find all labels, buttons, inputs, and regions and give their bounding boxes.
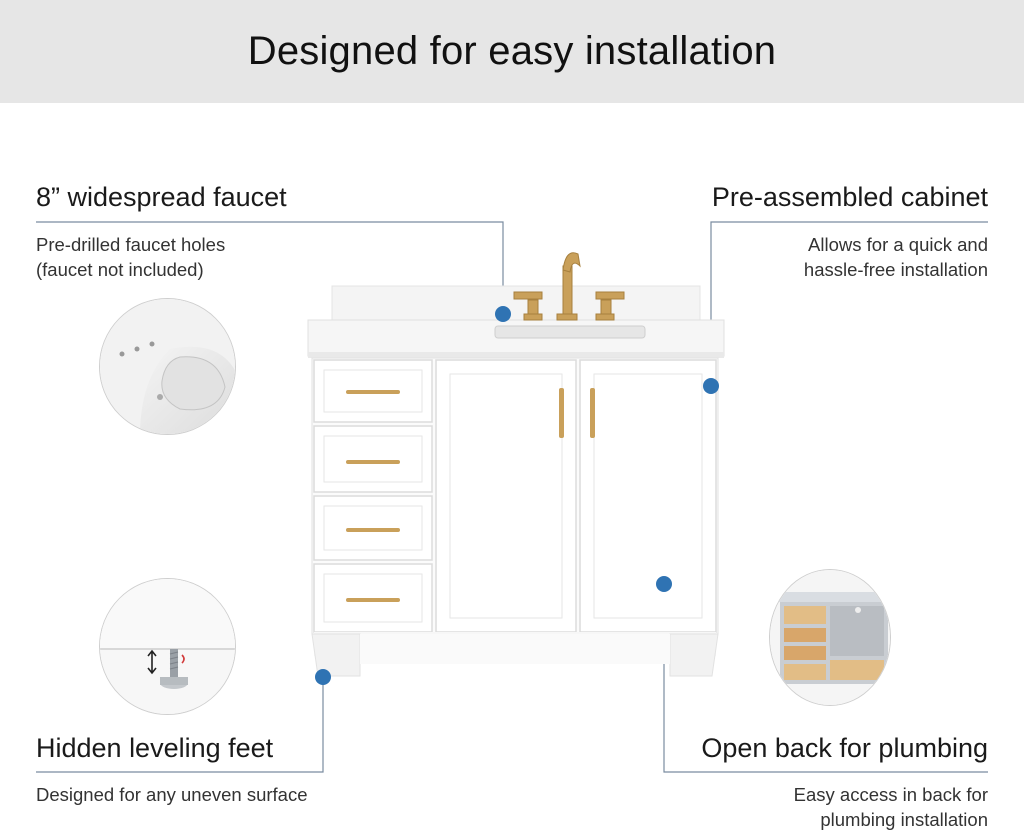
feature-title-faucet: 8” widespread faucet	[36, 182, 287, 212]
desc-line: Designed for any uneven surface	[36, 784, 308, 805]
callout-dot-cabinet	[703, 378, 719, 394]
feature-title-plumbing: Open back for plumbing	[701, 733, 988, 763]
sink-detail-image	[99, 298, 236, 435]
desc-line: plumbing installation	[820, 809, 988, 830]
header-banner: Designed for easy installation	[0, 0, 1024, 103]
desc-line: hassle-free installation	[803, 259, 988, 280]
feature-desc-feet: Designed for any uneven surface	[36, 782, 308, 807]
vanity-image	[300, 240, 730, 680]
callout-dot-feet	[315, 669, 331, 685]
desc-line: Allows for a quick and	[808, 234, 988, 255]
desc-line: Easy access in back for	[793, 784, 988, 805]
leveling-foot-detail-image	[99, 578, 236, 715]
feature-title-feet: Hidden leveling feet	[36, 733, 274, 763]
open-back-detail-image	[769, 569, 891, 706]
page-title: Designed for easy installation	[247, 29, 777, 73]
callout-dot-plumbing	[656, 576, 672, 592]
feature-title-cabinet: Pre-assembled cabinet	[711, 182, 988, 212]
desc-line: (faucet not included)	[36, 259, 204, 280]
feature-desc-plumbing: Easy access in back for plumbing install…	[794, 782, 988, 830]
callout-dot-faucet	[495, 306, 511, 322]
feature-desc-cabinet: Allows for a quick and hassle-free insta…	[804, 232, 988, 282]
desc-line: Pre-drilled faucet holes	[36, 234, 226, 255]
feature-desc-faucet: Pre-drilled faucet holes (faucet not inc…	[36, 232, 225, 282]
